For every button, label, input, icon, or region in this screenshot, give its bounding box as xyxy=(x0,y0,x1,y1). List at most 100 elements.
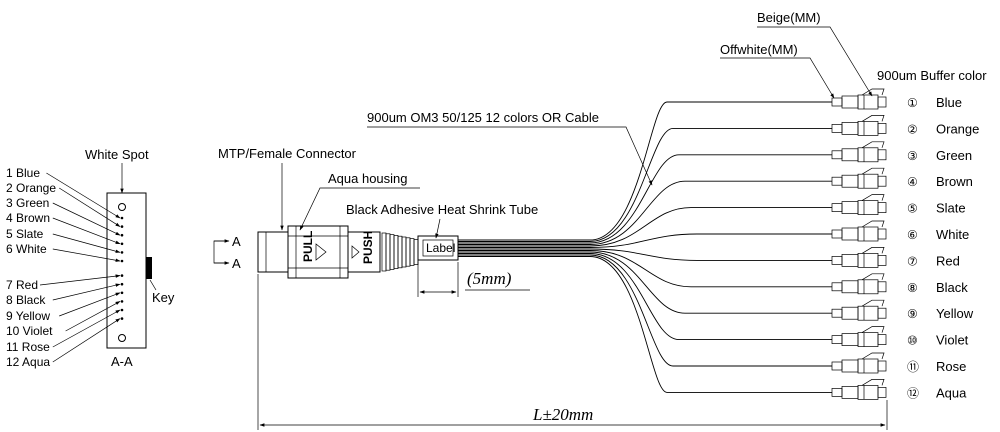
fiber-pin-dots xyxy=(120,216,124,320)
mtp-connector: PULL PUSH Label xyxy=(257,225,459,279)
fiber-line xyxy=(458,101,832,241)
fiber-number: ⑦ xyxy=(907,254,918,268)
lc-connector xyxy=(831,141,887,163)
fiber-line xyxy=(458,250,832,288)
fiber-line xyxy=(458,254,832,367)
pin-label: 4 Brown xyxy=(6,211,50,225)
boot-rib xyxy=(413,239,419,265)
pin-leader xyxy=(52,202,121,236)
fiber-number: ⑥ xyxy=(907,228,918,242)
lc-connector xyxy=(831,167,887,189)
pin-leader xyxy=(46,172,121,219)
pin-leader xyxy=(59,187,121,227)
fiber-color-name: Green xyxy=(936,148,972,163)
fiber-fanout xyxy=(458,101,832,393)
fiber-pin xyxy=(120,233,124,237)
heat-shrink-leader xyxy=(435,218,441,239)
lc-connector xyxy=(831,247,887,268)
cable-leader xyxy=(367,126,653,186)
pin-label: 2 Orange xyxy=(6,181,56,195)
lc-connector xyxy=(831,273,887,295)
strain-relief-boot xyxy=(381,232,419,272)
pin-leader xyxy=(39,274,121,286)
pin-leader xyxy=(65,301,121,332)
total-length-dimension: L±20mm xyxy=(257,274,888,430)
lc-connector xyxy=(831,379,887,400)
lc-connector xyxy=(831,194,887,215)
fiber-color-name: White xyxy=(936,227,969,242)
fiber-line xyxy=(458,180,832,245)
pin-label: 9 Yellow xyxy=(6,309,50,323)
pin-leader xyxy=(52,283,121,301)
connector-boot-collar xyxy=(347,231,381,273)
label-box xyxy=(422,239,454,257)
pin-label: 5 Slate xyxy=(6,227,44,241)
fiber-number: ④ xyxy=(907,175,918,189)
connector-ferrule xyxy=(257,231,289,273)
fiber-pin xyxy=(120,274,124,277)
key-leader xyxy=(149,279,157,291)
pin-label: 12 Aqua xyxy=(6,355,50,369)
boot-rib xyxy=(397,235,403,269)
fiber-pin xyxy=(120,251,124,254)
pin-leader xyxy=(52,248,121,262)
fiber-number: ⑪ xyxy=(907,360,919,374)
aqua-housing-label: Aqua housing xyxy=(328,171,408,186)
push-arrow-icon xyxy=(351,245,360,259)
key-label: Key xyxy=(152,290,175,305)
fiber-number: ⑫ xyxy=(907,386,919,400)
pin-label: 1 Blue xyxy=(6,166,40,180)
section-mark-top: A xyxy=(232,234,241,249)
fiber-number: ② xyxy=(907,122,918,136)
pin-label: 3 Green xyxy=(6,196,49,210)
fiber-line xyxy=(458,127,832,242)
pin-label: 10 Violet xyxy=(6,324,53,338)
shrink-dimension: (5mm) xyxy=(417,262,530,297)
lc-connector xyxy=(831,88,887,110)
fiber-line xyxy=(458,248,832,261)
fiber-pin xyxy=(120,242,124,246)
fiber-color-name: Rose xyxy=(936,359,966,374)
connector-callouts: MTP/Female Connector Aqua housing Black … xyxy=(218,146,538,239)
pull-arrow-icon xyxy=(315,243,327,261)
beige-label: Beige(MM) xyxy=(757,10,821,25)
beige-leader xyxy=(757,26,873,97)
fiber-number: ③ xyxy=(907,149,918,163)
fiber-number: ⑨ xyxy=(907,307,918,321)
guide-hole-bottom xyxy=(118,334,126,342)
pin-label: 11 Rose xyxy=(6,340,50,354)
fiber-pin xyxy=(120,216,124,220)
fiber-pin xyxy=(120,308,124,312)
fiber-line xyxy=(458,233,832,248)
fiber-number: ⑤ xyxy=(907,202,918,216)
boot-rib xyxy=(393,235,399,269)
pin-leader xyxy=(52,318,121,363)
fiber-color-labels: BlueOrangeGreenBrownSlateWhiteRedBlackYe… xyxy=(936,95,979,400)
boot-rib xyxy=(381,232,387,272)
pin-label: 6 White xyxy=(6,242,47,256)
fiber-line xyxy=(458,253,832,341)
fiber-color-name: Black xyxy=(936,280,968,295)
fiber-color-name: Brown xyxy=(936,174,973,189)
total-length-label: L±20mm xyxy=(532,405,593,424)
fiber-color-name: Yellow xyxy=(936,306,974,321)
fiber-line xyxy=(458,256,832,393)
section-cut-marks: A A xyxy=(213,234,241,271)
offwhite-label: Offwhite(MM) xyxy=(720,42,798,57)
section-mark-bottom: A xyxy=(232,256,241,271)
lc-connector xyxy=(831,220,887,242)
aqua-housing-body xyxy=(287,225,349,279)
boot-rib xyxy=(389,234,395,270)
fiber-number: ① xyxy=(907,96,918,110)
section-cut-line xyxy=(213,240,228,264)
fiber-callouts: 900um OM3 50/125 12 colors OR Cable Offw… xyxy=(367,10,987,186)
fiber-pin xyxy=(120,317,124,320)
pin-leader xyxy=(52,309,121,348)
boot-rib xyxy=(401,236,407,268)
lc-connectors xyxy=(831,88,887,400)
fiber-color-name: Red xyxy=(936,253,960,268)
